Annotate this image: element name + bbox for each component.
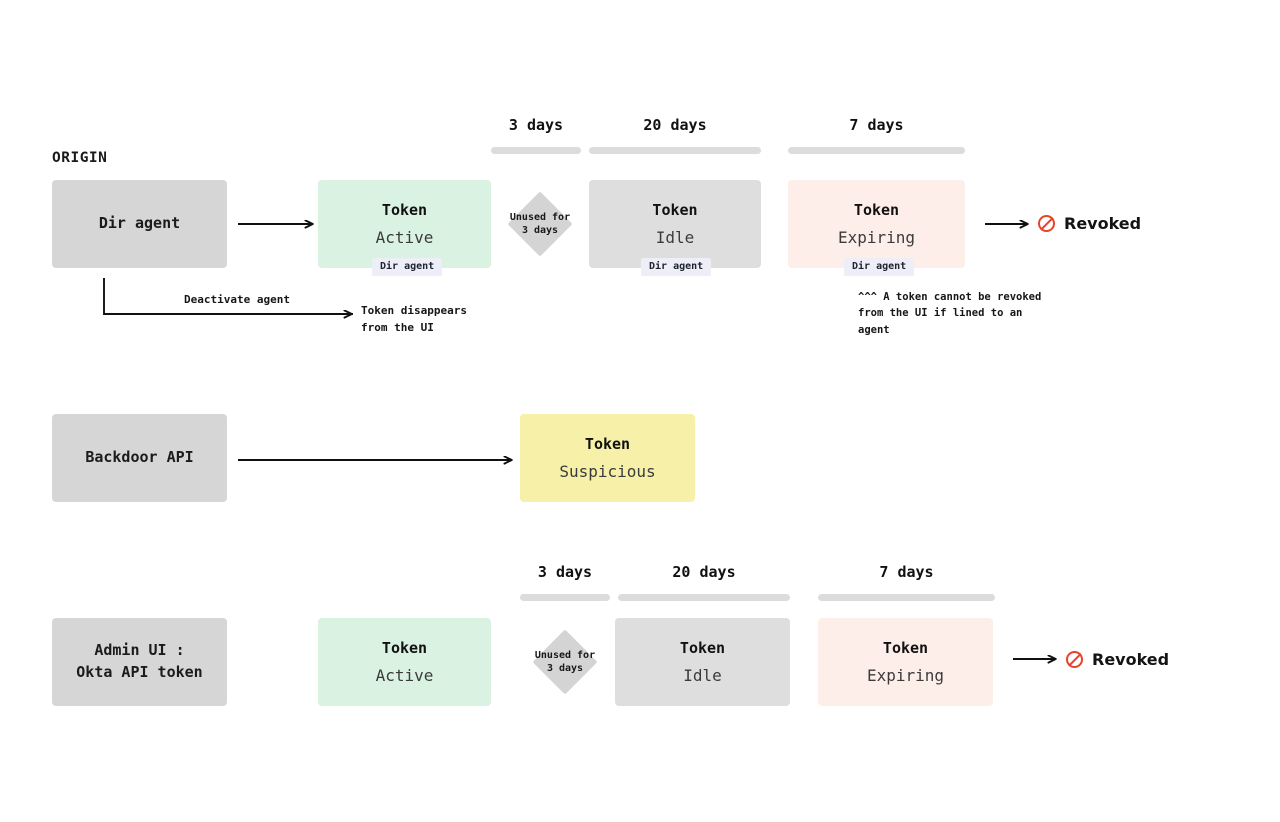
timeline-bar-7-days bbox=[788, 147, 965, 154]
agent-badge-active: Dir agent bbox=[372, 258, 443, 276]
footnote-revoke-restriction: ^^^ A token cannot be revoked from the U… bbox=[858, 291, 1042, 336]
state-status: Active bbox=[375, 227, 434, 247]
state-status: Suspicious bbox=[559, 461, 656, 481]
gate-label: Unused for 3 days bbox=[534, 649, 596, 675]
timeline-bar-20-days bbox=[589, 147, 761, 154]
gate-label: Unused for 3 days bbox=[509, 211, 571, 237]
gate-unused-3-days: Unused for 3 days bbox=[505, 189, 575, 259]
edge-label-deactivate-agent: Deactivate agent bbox=[184, 293, 290, 306]
state-status: Active bbox=[375, 665, 434, 685]
terminal-revoked-label: Revoked bbox=[1064, 214, 1142, 233]
agent-badge-expiring: Dir agent bbox=[844, 258, 915, 276]
state-box-expiring-admin[interactable]: Token Expiring bbox=[818, 618, 993, 706]
source-box-label: Admin UI : Okta API token bbox=[76, 641, 203, 681]
edge-target-token-disappears: Token disappears from the UI bbox=[361, 304, 467, 334]
state-title: Token bbox=[584, 434, 631, 453]
source-box-label: Backdoor API bbox=[85, 448, 194, 467]
state-title: Token bbox=[679, 638, 726, 657]
state-box-active-admin[interactable]: Token Active bbox=[318, 618, 491, 706]
source-box-backdoor-api[interactable]: Backdoor API bbox=[52, 414, 227, 502]
state-status: Expiring bbox=[866, 665, 945, 685]
state-box-suspicious[interactable]: Token Suspicious bbox=[520, 414, 695, 502]
gate-unused-3-days-admin: Unused for 3 days bbox=[530, 627, 600, 697]
timeline-label-7-days-admin: 7 days bbox=[879, 563, 934, 581]
source-box-admin-ui[interactable]: Admin UI : Okta API token bbox=[52, 618, 227, 706]
state-title: Token bbox=[882, 638, 929, 657]
state-box-active[interactable]: Token Active bbox=[318, 180, 491, 268]
timeline-label-3-days-admin: 3 days bbox=[537, 563, 593, 581]
state-status: Expiring bbox=[837, 227, 916, 247]
state-title: Token bbox=[853, 200, 900, 219]
timeline-bar-20-days-admin bbox=[618, 594, 790, 601]
terminal-revoked-label: Revoked bbox=[1092, 650, 1170, 669]
source-box-dir-agent[interactable]: Dir agent bbox=[52, 180, 227, 268]
source-box-label: Dir agent bbox=[98, 214, 181, 233]
state-status: Idle bbox=[683, 665, 722, 685]
state-title: Token bbox=[381, 638, 428, 657]
timeline-bar-7-days-admin bbox=[818, 594, 995, 601]
terminal-revoked-admin: Revoked bbox=[1066, 650, 1169, 669]
origin-label: ORIGIN bbox=[52, 150, 108, 166]
terminal-revoked: Revoked bbox=[1038, 214, 1141, 233]
state-title: Token bbox=[652, 200, 698, 219]
prohibition-icon bbox=[1066, 651, 1083, 668]
timeline-label-20-days-admin: 20 days bbox=[672, 563, 736, 581]
prohibition-icon bbox=[1038, 215, 1055, 232]
state-status: Idle bbox=[655, 227, 695, 247]
state-box-idle-admin[interactable]: Token Idle bbox=[615, 618, 790, 706]
agent-badge-idle: Dir agent bbox=[641, 258, 712, 276]
state-title: Token bbox=[381, 200, 428, 219]
timeline-label-3-days: 3 days bbox=[508, 116, 564, 134]
timeline-label-20-days: 20 days bbox=[643, 116, 707, 134]
state-box-expiring[interactable]: Token Expiring bbox=[788, 180, 965, 268]
timeline-label-7-days: 7 days bbox=[849, 116, 904, 134]
timeline-bar-3-days-admin bbox=[520, 594, 610, 601]
timeline-bar-3-days bbox=[491, 147, 581, 154]
state-box-idle[interactable]: Token Idle bbox=[589, 180, 761, 268]
